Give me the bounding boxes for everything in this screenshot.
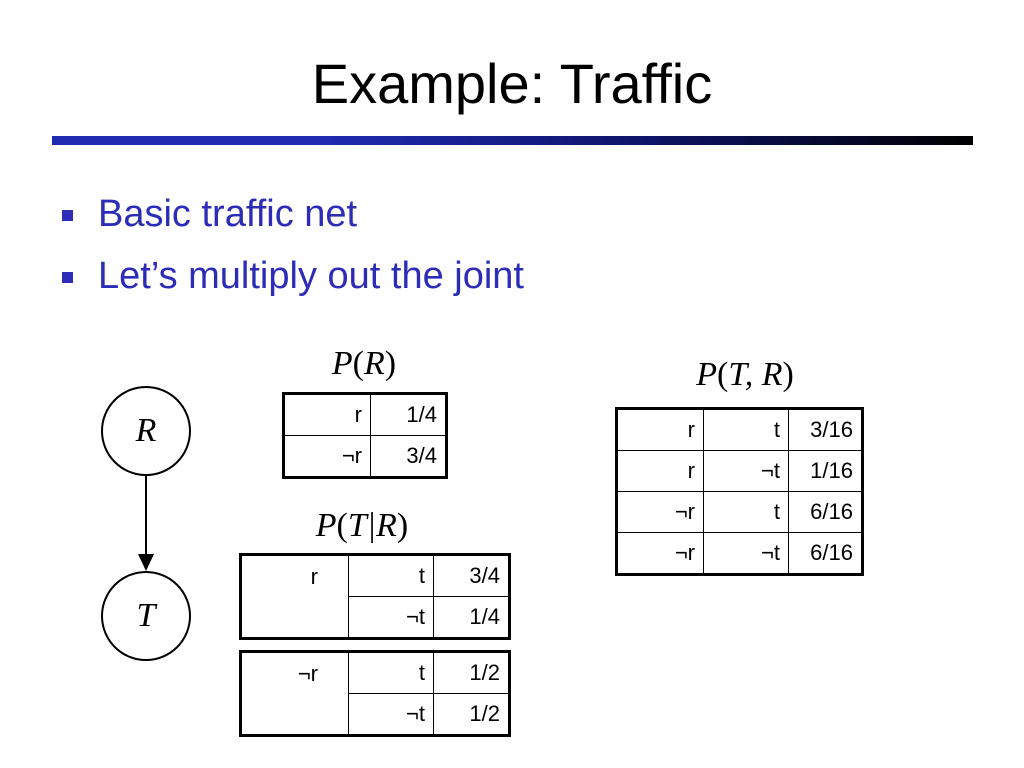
table-p-t-given-r-block-r: r t 3/4 ¬t 1/4 bbox=[239, 553, 511, 640]
table-row: ¬t 1/2 bbox=[241, 693, 510, 736]
node-t-label: T bbox=[136, 597, 156, 634]
table-cell: 1/4 bbox=[433, 596, 510, 639]
table-cell: 6/16 bbox=[788, 532, 863, 575]
table-cell: 6/16 bbox=[788, 491, 863, 533]
table-cell: 1/2 bbox=[433, 651, 510, 694]
table-row: ¬t 1/4 bbox=[241, 596, 510, 639]
table-p-r: r 1/4 ¬r 3/4 bbox=[282, 392, 448, 479]
arrow-head-icon bbox=[138, 554, 154, 571]
table-cell: r bbox=[283, 393, 371, 436]
bullet-item: Let’s multiply out the joint bbox=[62, 250, 524, 302]
table-cell: ¬r bbox=[616, 532, 704, 575]
edge-r-to-t-line bbox=[145, 474, 147, 556]
node-t: T bbox=[101, 571, 191, 661]
table-row: r t 3/16 bbox=[616, 408, 863, 451]
table-cell: r bbox=[616, 408, 704, 451]
bullet-item: Basic traffic net bbox=[62, 188, 524, 240]
table-row: r t 3/4 bbox=[240, 554, 510, 639]
table-row: r 1/4 bbox=[283, 393, 447, 436]
square-bullet-icon bbox=[62, 209, 73, 221]
table-cell: ¬r bbox=[240, 651, 349, 736]
table-label-p-r: P(R) bbox=[331, 345, 397, 382]
table-cell: 1/4 bbox=[370, 393, 447, 436]
table-cell: ¬t bbox=[348, 693, 434, 736]
table-label-p-t-r: P(T, R) bbox=[696, 356, 794, 393]
table-row: ¬r ¬t 6/16 bbox=[616, 532, 863, 575]
square-bullet-icon bbox=[62, 271, 73, 283]
slide-title: Example: Traffic bbox=[311, 52, 713, 115]
table-row: ¬r t 1/2 bbox=[240, 651, 510, 736]
table-p-t-r: r t 3/16 r ¬t 1/16 ¬r t 6/16 ¬r ¬t 6/16 bbox=[615, 407, 864, 576]
table-cell: 3/4 bbox=[370, 435, 447, 478]
table-cell: 1/2 bbox=[433, 693, 510, 736]
table-cell: ¬t bbox=[703, 450, 789, 492]
table-row: r ¬t 1/16 bbox=[616, 450, 863, 492]
table-cell: t bbox=[348, 554, 434, 597]
table-cell: 1/16 bbox=[788, 450, 863, 492]
table-cell: ¬t bbox=[348, 596, 434, 639]
table-label-p-t-given-r: P(T|R) bbox=[315, 507, 409, 544]
table-cell: 3/4 bbox=[433, 554, 510, 597]
bullet-text: Basic traffic net bbox=[98, 192, 358, 235]
table-cell: t bbox=[703, 491, 789, 533]
table-cell: t bbox=[348, 651, 434, 694]
node-r-label: R bbox=[135, 412, 157, 449]
table-row: ¬r 3/4 bbox=[283, 435, 447, 478]
table-cell: 3/16 bbox=[788, 408, 863, 451]
table-cell: ¬r bbox=[616, 491, 704, 533]
title-underline bbox=[52, 136, 973, 145]
table-row: ¬r t 6/16 bbox=[616, 491, 863, 533]
table-cell: ¬r bbox=[283, 435, 371, 478]
table-cell: r bbox=[616, 450, 704, 492]
table-cell: r bbox=[240, 554, 349, 639]
table-cell: ¬t bbox=[703, 532, 789, 575]
table-p-t-given-r-block-not-r: ¬r t 1/2 ¬t 1/2 bbox=[239, 650, 511, 737]
node-r: R bbox=[101, 386, 191, 476]
table-cell: t bbox=[703, 408, 789, 451]
bullet-list: Basic traffic net Let’s multiply out the… bbox=[62, 188, 524, 312]
bullet-text: Let’s multiply out the joint bbox=[98, 254, 524, 297]
